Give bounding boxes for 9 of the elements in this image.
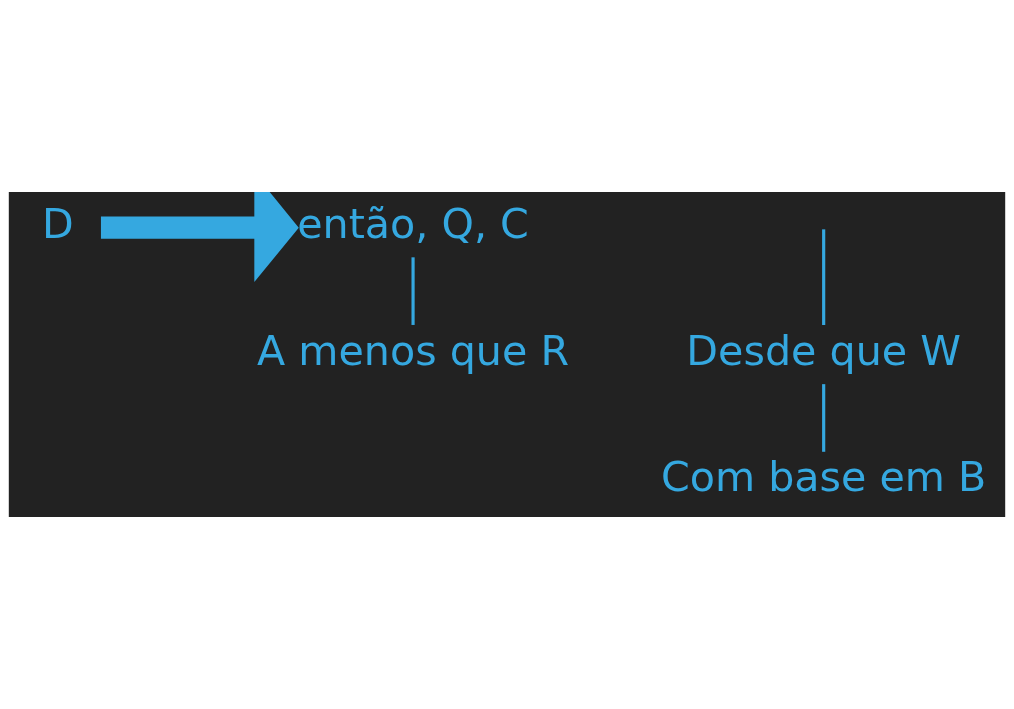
connector (822, 229, 826, 325)
connector (411, 257, 415, 325)
node-text: D (42, 199, 74, 248)
node-text: Desde que W (686, 326, 961, 375)
node-text: então, Q, C (297, 199, 529, 248)
node-text: A menos que R (257, 326, 570, 375)
node-text: Com base em B (660, 453, 987, 502)
arrow (100, 192, 299, 283)
connector (822, 384, 826, 452)
